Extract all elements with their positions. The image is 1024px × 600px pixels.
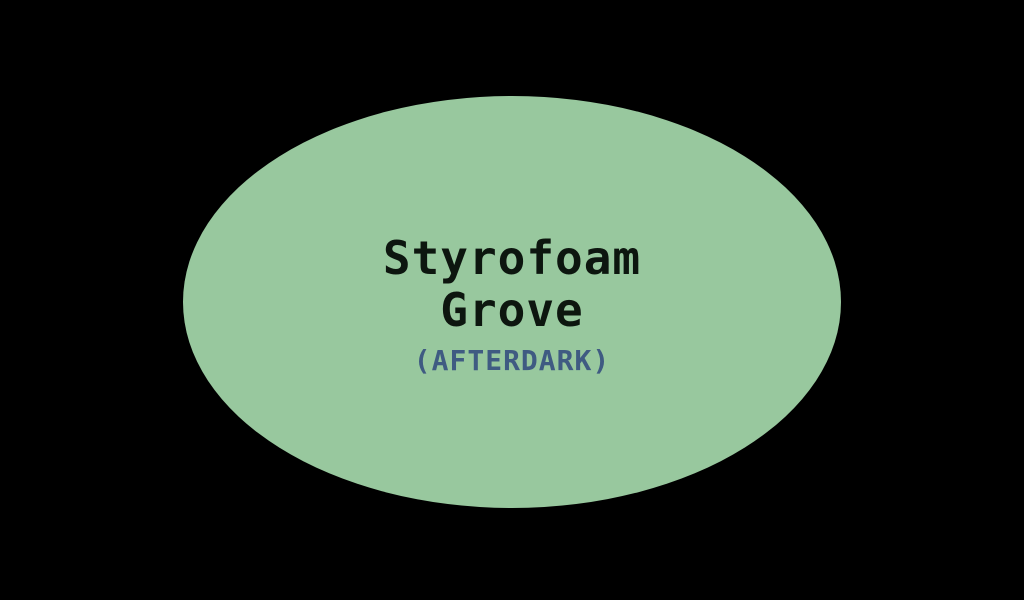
level-title-line-1: Styrofoam bbox=[382, 231, 642, 285]
level-subtitle: (AFTERDARK) bbox=[413, 344, 611, 377]
level-title-line-2: Grove bbox=[440, 283, 584, 337]
title-oval-panel bbox=[183, 96, 841, 508]
level-title-block: Styrofoam Grove (AFTERDARK) bbox=[0, 232, 1024, 378]
